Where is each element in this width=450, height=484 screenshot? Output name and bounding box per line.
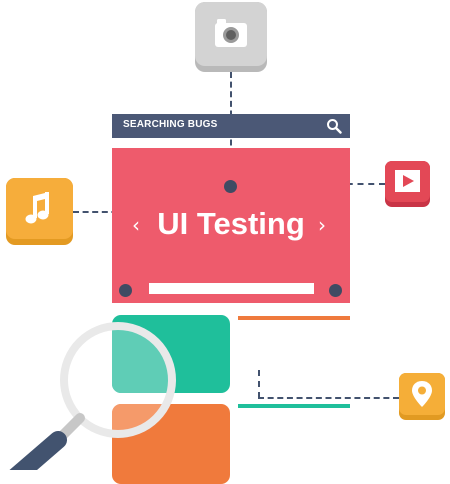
music-note-icon (25, 192, 49, 224)
search-bar-label: SEARCHING BUGS (123, 119, 218, 130)
music-tile[interactable] (6, 178, 73, 245)
connector-pin-v (258, 370, 260, 398)
connector-play-h (336, 183, 385, 185)
play-icon (395, 170, 420, 192)
hero-dot-right (329, 284, 342, 297)
location-pin-icon (412, 381, 432, 407)
camera-icon (215, 19, 247, 47)
hero-banner: ‹ UI Testing › (112, 148, 350, 303)
video-tile[interactable] (385, 161, 430, 207)
search-icon[interactable] (326, 118, 342, 134)
camera-tile[interactable] (195, 2, 267, 72)
hero-title: UI Testing (157, 206, 305, 241)
chevron-right-icon[interactable]: › (318, 213, 326, 237)
hero-dot-center (224, 180, 237, 193)
hero-dot-left (119, 284, 132, 297)
hero-progress-bar (149, 283, 314, 294)
search-bar[interactable]: SEARCHING BUGS (112, 114, 350, 138)
location-tile[interactable] (399, 373, 445, 420)
divider-green (238, 404, 350, 408)
magnifying-glass-icon (9, 322, 176, 470)
chevron-left-icon[interactable]: ‹ (132, 213, 140, 237)
divider-orange (238, 316, 350, 320)
connector-music-h (73, 211, 127, 213)
connector-pin-h (258, 397, 399, 399)
